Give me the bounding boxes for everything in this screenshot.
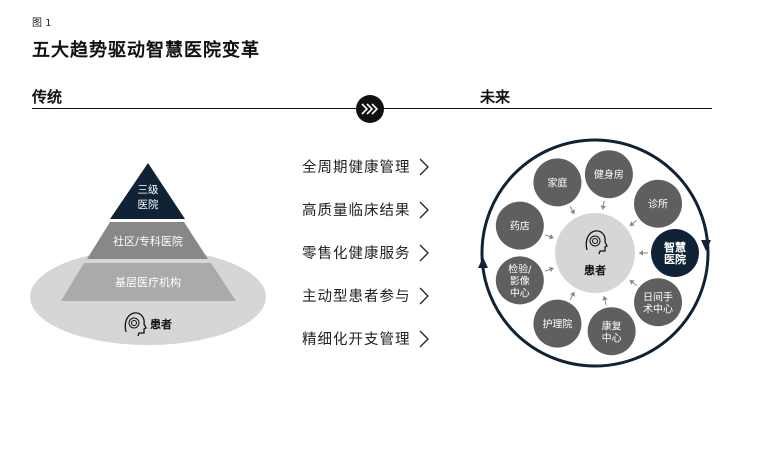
ecosystem-node-label: 日间手 bbox=[643, 290, 673, 303]
tier-top-label-1: 三级 bbox=[138, 184, 159, 196]
ecosystem-node-label: 诊所 bbox=[648, 198, 668, 211]
ecosystem-node-label: 康复 bbox=[602, 319, 622, 332]
spoke-arrowhead bbox=[629, 280, 635, 285]
ecosystem-center-label: 患者 bbox=[584, 263, 606, 277]
spoke-arrowhead bbox=[602, 296, 608, 301]
spoke-arrowhead bbox=[569, 291, 575, 297]
ecosystem-node bbox=[495, 256, 544, 305]
ecosystem-node bbox=[533, 299, 582, 348]
traditional-label: 传统 bbox=[32, 88, 63, 106]
trend-item-5: 精细化开支管理 bbox=[302, 328, 429, 349]
spoke-arrowhead bbox=[548, 233, 554, 240]
future-label: 未来 bbox=[480, 88, 511, 106]
pyramid-tier-bottom bbox=[61, 263, 236, 301]
trend-item-label: 主动型患者参与 bbox=[302, 289, 411, 305]
trend-item-label: 零售化健康服务 bbox=[302, 246, 411, 262]
ecosystem-node bbox=[634, 278, 683, 327]
patient-head-icon bbox=[585, 230, 608, 255]
pyramid-tier-middle bbox=[87, 222, 208, 259]
trend-item-3: 零售化健康服务 bbox=[302, 242, 429, 263]
trend-item-label: 全周期健康管理 bbox=[302, 160, 411, 176]
ecosystem-node-label: 护理院 bbox=[542, 318, 572, 331]
patient-head-icon bbox=[124, 312, 147, 337]
ecosystem-node-label: 智慧 bbox=[664, 240, 686, 254]
trend-item-label: 高质量临床结果 bbox=[302, 203, 411, 219]
ecosystem-node-label: 中心 bbox=[510, 286, 530, 299]
ecosystem-node-label: 术中心 bbox=[643, 302, 673, 315]
spoke-arrowhead bbox=[548, 266, 554, 273]
ecosystem-outer-ring bbox=[480, 138, 710, 368]
ecosystem-node-label: 家庭 bbox=[547, 176, 567, 189]
figure-label: 图 1 bbox=[32, 18, 52, 29]
ecosystem-node-label: 检验/ bbox=[508, 262, 532, 275]
chevron-right-icon bbox=[419, 201, 429, 218]
ecosystem-node-label: 影像 bbox=[510, 275, 530, 287]
chevron-right-icon bbox=[419, 244, 429, 261]
ecosystem-node bbox=[533, 158, 582, 207]
pyramid-tier-top bbox=[110, 163, 185, 219]
spoke-arrowhead bbox=[569, 209, 575, 215]
fast-forward-icon bbox=[356, 95, 384, 123]
tier-top-label-2: 医院 bbox=[138, 198, 159, 211]
ring-arrow-right bbox=[701, 240, 711, 251]
ecosystem-node bbox=[587, 307, 636, 356]
trend-item-4: 主动型患者参与 bbox=[302, 285, 429, 306]
ring-arrow-left bbox=[478, 257, 488, 268]
trend-item-label: 精细化开支管理 bbox=[302, 332, 411, 348]
spoke-arrowhead bbox=[600, 205, 607, 210]
trend-item-2: 高质量临床结果 bbox=[302, 199, 429, 220]
ecosystem-node bbox=[651, 229, 699, 277]
ecosystem-node bbox=[495, 201, 544, 250]
ecosystem-node-label: 中心 bbox=[602, 331, 622, 344]
tier-middle-label: 社区/专科医院 bbox=[113, 234, 183, 248]
figure-title: 五大趋势驱动智慧医院变革 bbox=[32, 40, 260, 61]
ecosystem-node bbox=[634, 179, 683, 228]
pyramid-patient-label: 患者 bbox=[150, 317, 172, 331]
ecosystem-node-label: 药店 bbox=[510, 220, 530, 233]
ecosystem-node-label: 医院 bbox=[664, 252, 686, 266]
ecosystem-center bbox=[555, 213, 635, 293]
spoke-arrowhead bbox=[629, 221, 635, 226]
spoke-arrowhead bbox=[639, 250, 643, 256]
tier-bottom-label: 基层医疗机构 bbox=[115, 275, 181, 289]
trend-item-1: 全周期健康管理 bbox=[302, 156, 429, 177]
chevron-right-icon bbox=[419, 287, 429, 304]
ecosystem-node-label: 健身房 bbox=[594, 168, 624, 181]
ecosystem-node bbox=[584, 150, 633, 199]
chevron-right-icon bbox=[419, 158, 429, 175]
chevron-right-icon bbox=[419, 330, 429, 347]
